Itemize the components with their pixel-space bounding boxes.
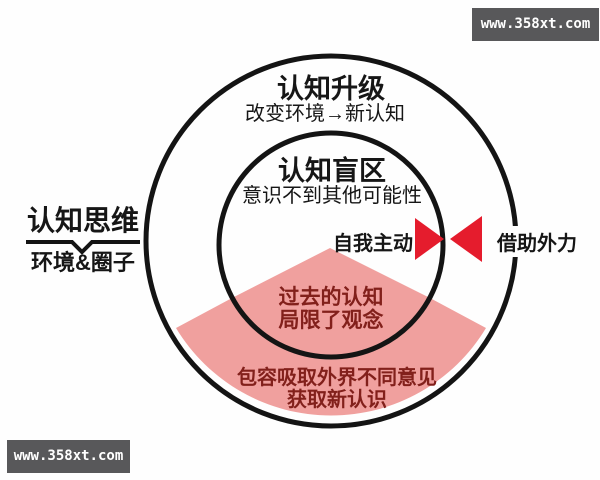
external-force-label: 借助外力 xyxy=(494,226,580,257)
side-label-bracket xyxy=(26,240,140,255)
side-label-subtitle: 环境&圈子 xyxy=(31,250,135,275)
side-label-title: 认知思维 xyxy=(26,205,139,236)
inner-circle-subtitle: 意识不到其他可能性 xyxy=(242,185,422,207)
outer-band-text-line1: 包容吸取外界不同意见 xyxy=(237,367,437,389)
outer-ring-subtitle: 改变环境→新认知 xyxy=(245,103,405,125)
inner-wedge-highlight xyxy=(232,248,430,358)
inner-circle-title: 认知盲区 xyxy=(278,156,386,186)
self-driven-label: 自我主动 xyxy=(333,233,413,255)
watermark-top: www.358xt.com xyxy=(472,8,599,41)
inner-circle xyxy=(216,130,446,360)
arrow-left-pointing-triangle-icon xyxy=(450,216,482,262)
inner-wedge-text-line2: 局限了观念 xyxy=(278,309,384,332)
inner-wedge-text-line1: 过去的认知 xyxy=(278,286,384,309)
watermark-bottom: www.358xt.com xyxy=(7,440,130,473)
arrow-right-pointing-triangle-icon xyxy=(415,218,444,260)
outer-band-text: 包容吸取外界不同意见 获取新认识 xyxy=(187,367,487,411)
outer-ring-title: 认知升级 xyxy=(277,74,385,104)
outer-band-text-line2: 获取新认识 xyxy=(287,389,387,411)
inner-wedge-text: 过去的认知 局限了观念 xyxy=(231,286,431,332)
